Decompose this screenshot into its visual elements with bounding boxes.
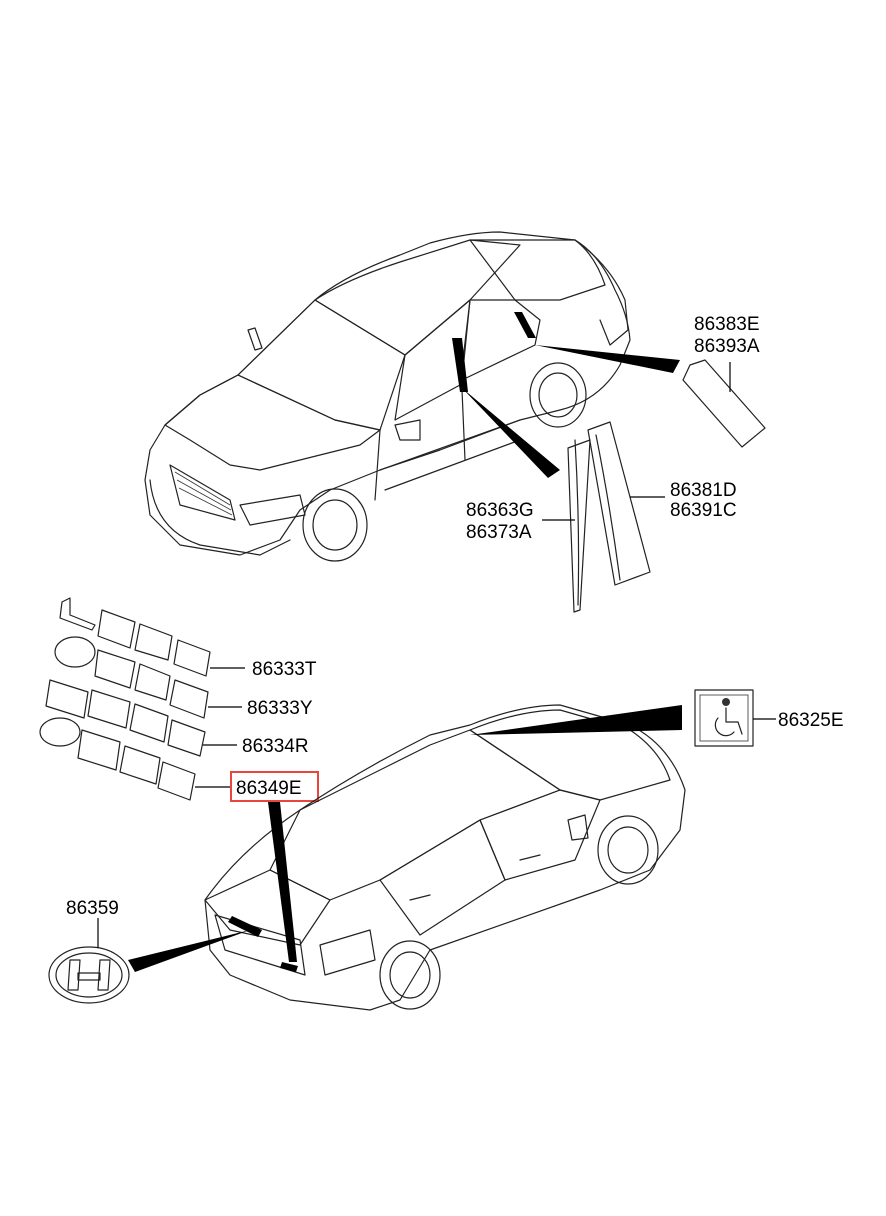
label-86363G: 86363G bbox=[466, 500, 534, 521]
part-86381D-edge bbox=[595, 434, 621, 581]
part-86363G-edge bbox=[574, 439, 580, 606]
emblem-q270 bbox=[54, 636, 209, 719]
emblem-s330 bbox=[45, 679, 206, 757]
c-pillar-mark bbox=[514, 312, 536, 338]
model-badge-mark bbox=[280, 962, 298, 972]
leader-86359 bbox=[128, 930, 250, 972]
leader-86325E bbox=[470, 705, 682, 735]
label-86325E: 86325E bbox=[778, 710, 844, 731]
label-86334R: 86334R bbox=[242, 736, 309, 757]
label-86383E: 86383E bbox=[694, 314, 760, 335]
label-86391C: 86391C bbox=[670, 500, 737, 521]
label-86381D: 86381D bbox=[670, 480, 737, 501]
car-front-view bbox=[144, 231, 631, 562]
highlight-box-86349E bbox=[230, 771, 319, 802]
disability-decal-part bbox=[694, 689, 754, 747]
label-86349E: 86349E bbox=[236, 778, 302, 799]
label-86393A: 86393A bbox=[694, 336, 760, 357]
emblem-q240 bbox=[39, 717, 196, 801]
leader-86383E bbox=[535, 345, 680, 373]
b-pillar-mark bbox=[452, 338, 468, 392]
label-86373A: 86373A bbox=[466, 522, 532, 543]
part-86381D bbox=[587, 421, 651, 586]
leader-86349E bbox=[268, 802, 297, 962]
wheelchair-icon bbox=[722, 698, 730, 706]
part-86363G bbox=[567, 439, 591, 613]
label-86333Y: 86333Y bbox=[247, 698, 313, 719]
emblem-text-l330: L330 bbox=[95, 639, 98, 641]
emblem-l330: L330 bbox=[59, 597, 211, 677]
hyundai-emblem-part bbox=[48, 946, 130, 1004]
label-86359: 86359 bbox=[66, 898, 119, 919]
label-86333T: 86333T bbox=[252, 659, 317, 680]
leader-86363G bbox=[462, 388, 560, 478]
trunk-emblem-mark bbox=[228, 916, 262, 937]
part-86383E bbox=[682, 359, 766, 448]
